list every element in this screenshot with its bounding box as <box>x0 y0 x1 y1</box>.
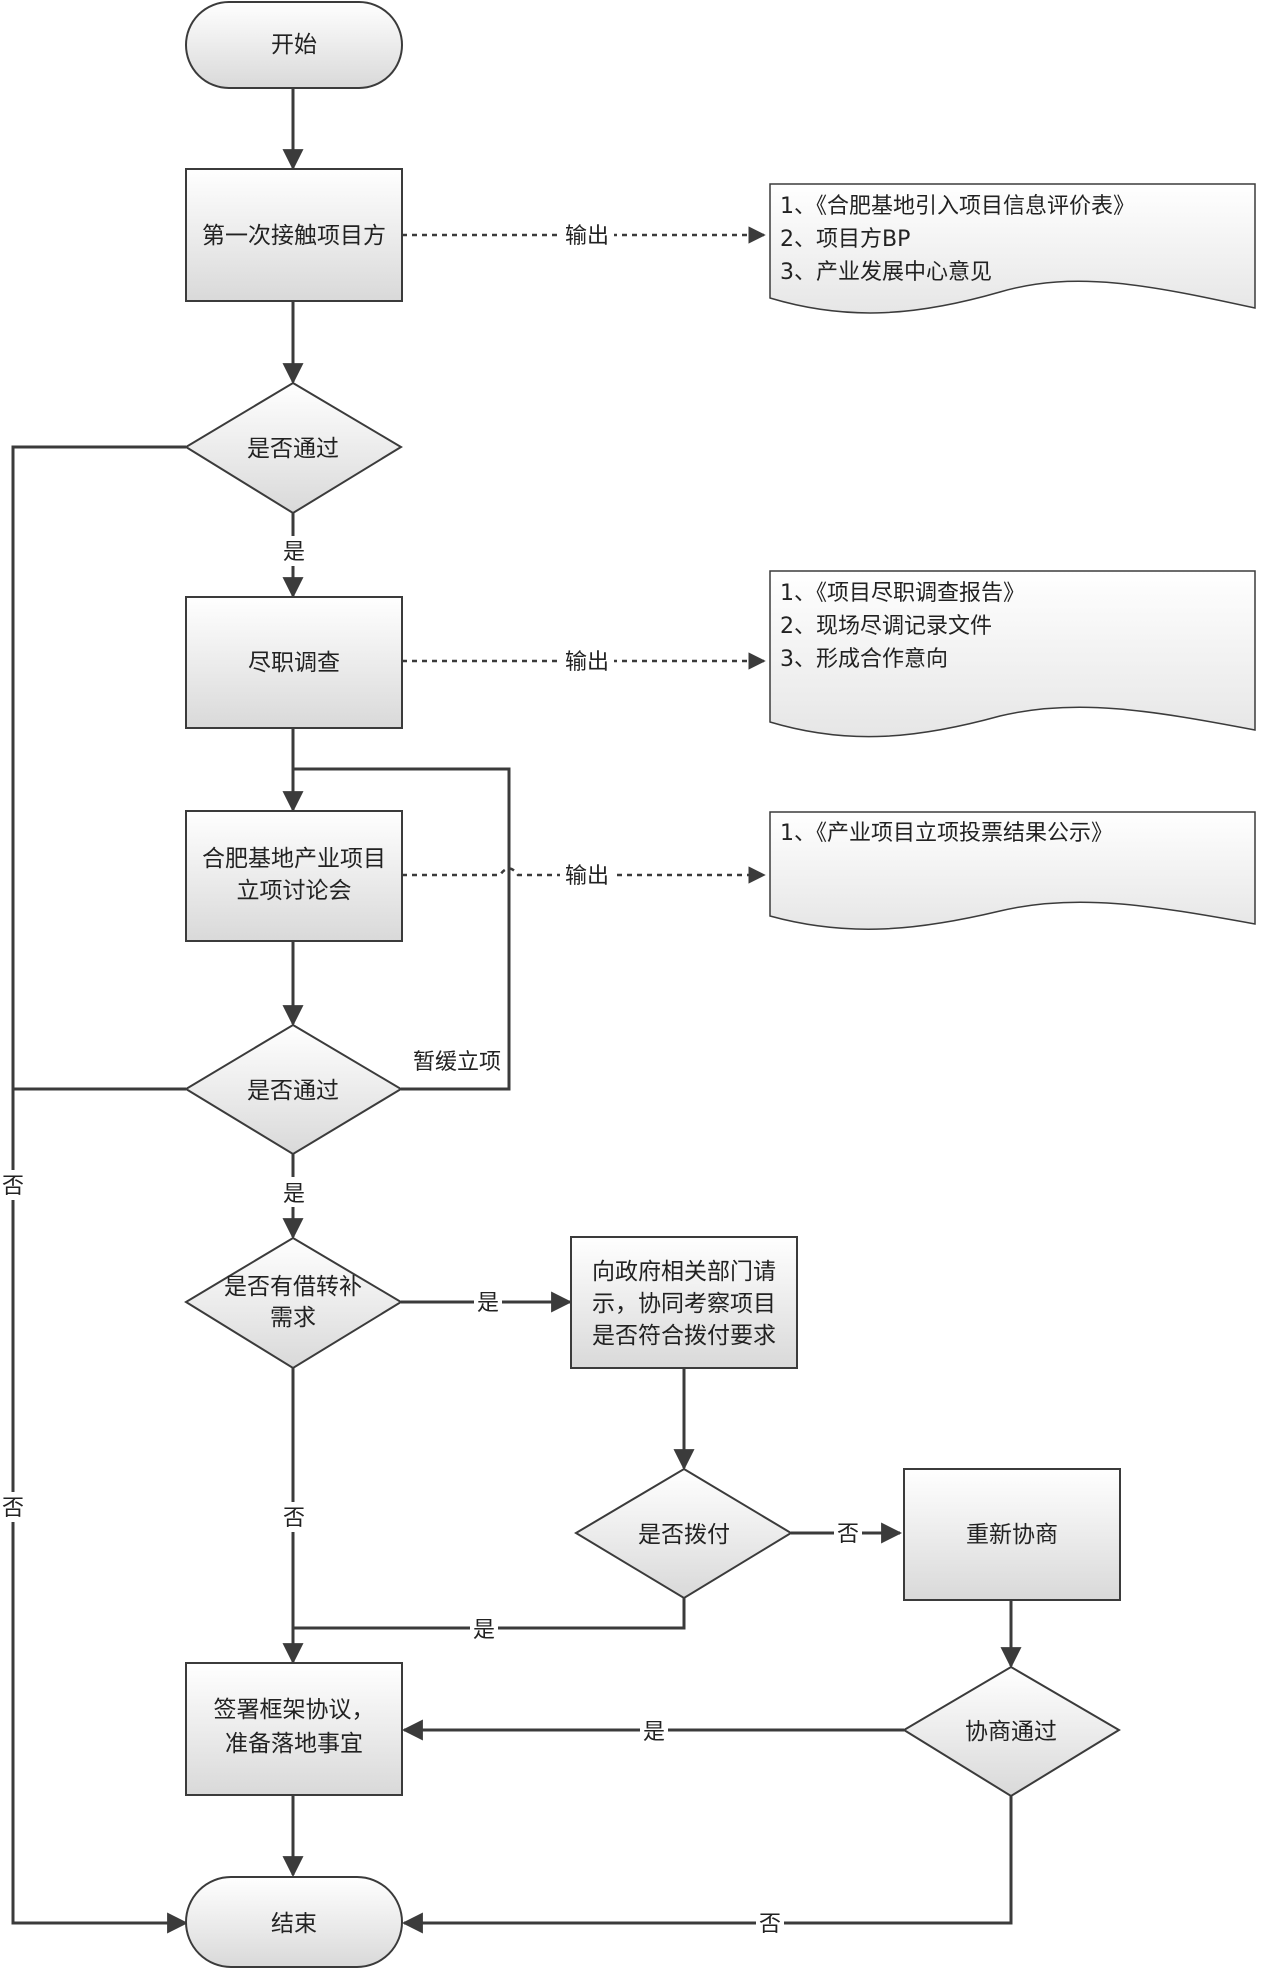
negotiate-yes-label: 是 <box>643 1720 665 1745</box>
pass1-yes-label: 是 <box>283 540 305 565</box>
gov-request-process <box>570 1236 798 1369</box>
doc1-line2: 2、项目方BP <box>780 227 910 252</box>
gov-yes-label: 是 <box>477 1291 499 1316</box>
pass1-decision <box>184 381 403 515</box>
pass2-label: 是否通过 <box>247 1078 339 1104</box>
renegotiate-process <box>903 1468 1121 1601</box>
first-contact-process <box>185 168 403 302</box>
due-diligence-label: 尽职调查 <box>248 650 340 676</box>
suspend-label: 暂缓立项 <box>413 1050 501 1075</box>
loan-no-label: 否 <box>283 1506 305 1531</box>
meeting-label-line2: 立项讨论会 <box>237 878 352 904</box>
renegotiate-label: 重新协商 <box>966 1522 1058 1548</box>
edge-no-left <box>11 445 189 1934</box>
start-label: 开始 <box>271 32 317 58</box>
gov-label-line2: 示，协同考察项目 <box>592 1291 776 1317</box>
pay-label: 是否拨付 <box>638 1522 730 1548</box>
end-terminator <box>185 1876 403 1968</box>
loan-decision <box>184 1236 403 1370</box>
pay-yes-label: 是 <box>473 1618 495 1643</box>
sign-label-line2: 准备落地事宜 <box>225 1731 363 1757</box>
pay-decision <box>574 1467 793 1600</box>
meeting-process <box>185 810 403 942</box>
negotiate-no-label: 否 <box>759 1912 781 1937</box>
output3-label: 输出 <box>565 864 609 889</box>
pay-no-label: 否 <box>837 1522 859 1547</box>
sign-agreement-process <box>185 1662 403 1796</box>
doc2-line3: 3、形成合作意向 <box>780 647 948 672</box>
pass2-yes-label: 是 <box>283 1182 305 1207</box>
doc3-line1: 1、《产业项目立项投票结果公示》 <box>780 821 1113 846</box>
pass2-decision <box>184 1023 403 1156</box>
doc1-line3: 3、产业发展中心意见 <box>780 260 992 285</box>
output2-label: 输出 <box>565 650 609 675</box>
loan-label-line1: 是否有借转补 <box>224 1274 362 1300</box>
negotiate-pass-decision <box>902 1665 1121 1798</box>
no-left-label-1: 否 <box>2 1174 24 1199</box>
doc1-line1: 1、《合肥基地引入项目信息评价表》 <box>780 194 1135 219</box>
edge-pay-yes <box>293 1598 686 1630</box>
loan-label-line2: 需求 <box>270 1305 316 1331</box>
pass1-label: 是否通过 <box>247 436 339 462</box>
first-contact-label: 第一次接触项目方 <box>202 223 386 249</box>
negotiate-pass-label: 协商通过 <box>965 1719 1057 1745</box>
doc2-line2: 2、现场尽调记录文件 <box>780 614 992 639</box>
sign-label-line1: 签署框架协议， <box>214 1697 375 1723</box>
gov-label-line1: 向政府相关部门请 <box>592 1259 776 1285</box>
edge-negotiate-no <box>401 1796 1013 1934</box>
end-label: 结束 <box>271 1911 317 1937</box>
output-document-3 <box>769 811 1256 930</box>
output1-label: 输出 <box>565 224 609 249</box>
output-document-1 <box>769 183 1256 314</box>
edge-output-3 <box>402 866 766 884</box>
output-document-2 <box>769 570 1256 738</box>
due-diligence-process <box>185 596 403 729</box>
meeting-label-line1: 合肥基地产业项目 <box>202 846 386 872</box>
gov-label-line3: 是否符合拨付要求 <box>592 1323 776 1349</box>
start-terminator <box>185 1 403 89</box>
doc2-line1: 1、《项目尽职调查报告》 <box>780 581 1025 606</box>
no-left-label-2: 否 <box>2 1496 24 1521</box>
edge-suspend-loop <box>293 767 511 1091</box>
